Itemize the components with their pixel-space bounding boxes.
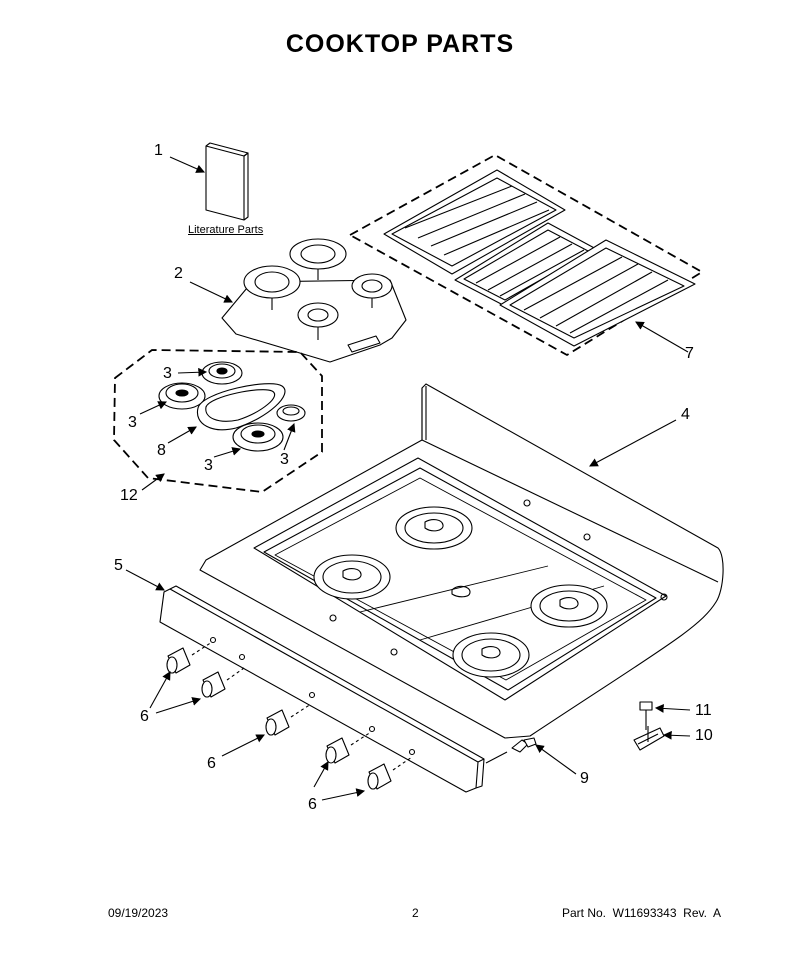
cooktop-gasket-sheet <box>221 238 407 363</box>
callout-12: 12 <box>120 487 138 504</box>
main-cooktop <box>199 383 724 739</box>
callout-2: 2 <box>174 265 183 282</box>
cooktop-burner-well-rear-left <box>313 554 391 600</box>
grate-right <box>499 239 696 347</box>
burner-large-bottom <box>232 422 284 452</box>
cooktop-burner-well-front-right <box>530 584 608 628</box>
control-knobs <box>166 647 392 790</box>
leader-lines <box>125 156 691 801</box>
grate-assembly <box>349 154 703 356</box>
callout-4: 4 <box>681 406 690 423</box>
callout-5: 5 <box>114 557 123 574</box>
callout-3-bottom: 3 <box>204 457 213 474</box>
callout-6-upper: 6 <box>140 708 149 725</box>
cooktop-burner-well-front-left <box>452 632 530 678</box>
grate-left <box>383 169 566 275</box>
literature-parts-label: Literature Parts <box>188 224 264 236</box>
callout-3-left: 3 <box>128 414 137 431</box>
callout-3-right: 3 <box>280 451 289 468</box>
burner-small-right <box>276 404 306 422</box>
burner-large-top <box>201 361 243 385</box>
page-title: COOKTOP PARTS <box>285 30 515 58</box>
burner-group <box>113 349 323 493</box>
footer-date: 09/19/2023 <box>108 906 169 920</box>
literature-booklet <box>205 142 249 221</box>
grate-center <box>454 222 599 307</box>
callout-6-middle: 6 <box>207 755 216 772</box>
footer-page-number: 2 <box>412 906 419 920</box>
oval-center-burner <box>196 383 286 431</box>
callout-8: 8 <box>157 442 166 459</box>
callout-9: 9 <box>580 770 589 787</box>
callout-3-top: 3 <box>163 365 172 382</box>
callout-11: 11 <box>695 702 712 719</box>
footer-part-number: Part No. W11693343 Rev. A <box>562 906 721 920</box>
mounting-screw <box>511 737 537 753</box>
cooktop-burner-well-rear-right <box>395 506 473 550</box>
burner-large-left <box>158 382 206 410</box>
callout-10: 10 <box>695 727 713 744</box>
callout-7: 7 <box>685 345 694 362</box>
bracket-and-screw <box>633 701 665 751</box>
callout-1: 1 <box>154 142 163 159</box>
callout-6-lower: 6 <box>308 796 317 813</box>
control-panel-strip <box>159 585 485 793</box>
